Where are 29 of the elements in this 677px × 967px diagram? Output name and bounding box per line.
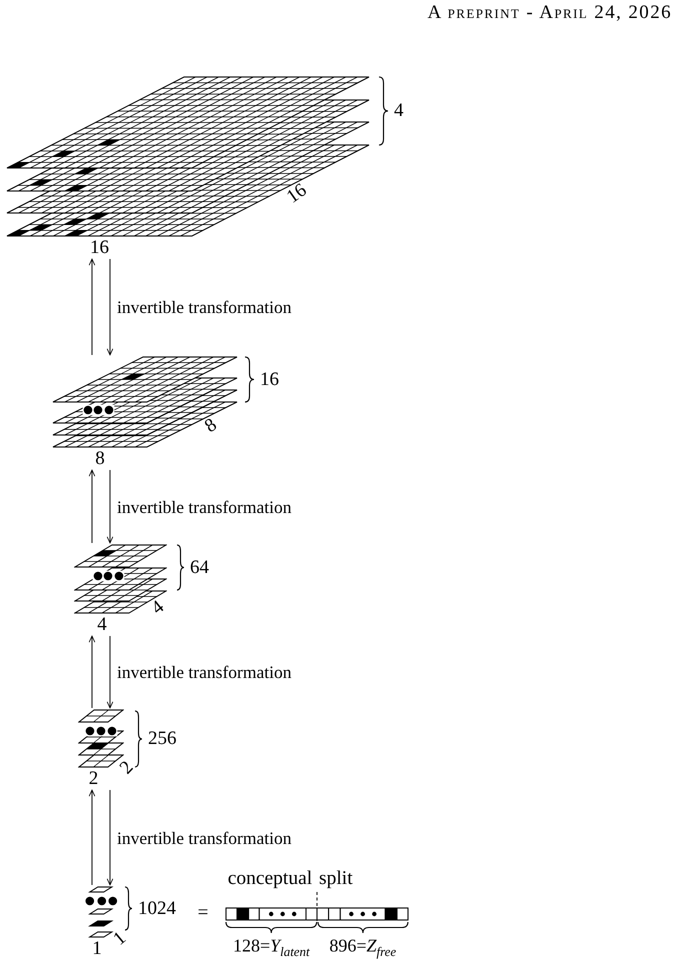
arrow [88,636,96,708]
edge-label: invertible transformation [116,298,292,316]
dimension-label: 1 [92,938,102,959]
arrow [88,258,96,356]
arrow [88,790,96,886]
layer-count: 4 [394,101,404,121]
split-label: conceptual split [228,868,353,890]
equals-sign: = [198,903,208,923]
page-header: A preprint - April 24, 2026 [427,3,672,23]
dimension-label: 2 [116,758,137,778]
arrow [106,470,114,544]
dimension-label: 4 [97,614,107,635]
dimension-label: 1 [110,928,130,950]
layer-count: 16 [260,370,279,390]
layer-count: 64 [190,558,209,578]
dimension-label: 8 [201,414,221,436]
arrow [106,790,114,886]
brace-label: 128=Y$_{latent}$ [232,936,310,956]
layer-count: 1024 [138,898,176,918]
dimension-label: 16 [90,238,109,258]
dimension-label: 16 [283,180,310,208]
arrow [106,636,114,708]
arrow [88,470,96,544]
dimension-label: 8 [95,448,105,469]
dimension-label: 4 [148,597,168,619]
edge-label: invertible transformation [116,662,292,682]
arrow [106,258,114,356]
dimension-label: 2 [88,768,98,789]
layer-count: 256 [148,729,176,749]
